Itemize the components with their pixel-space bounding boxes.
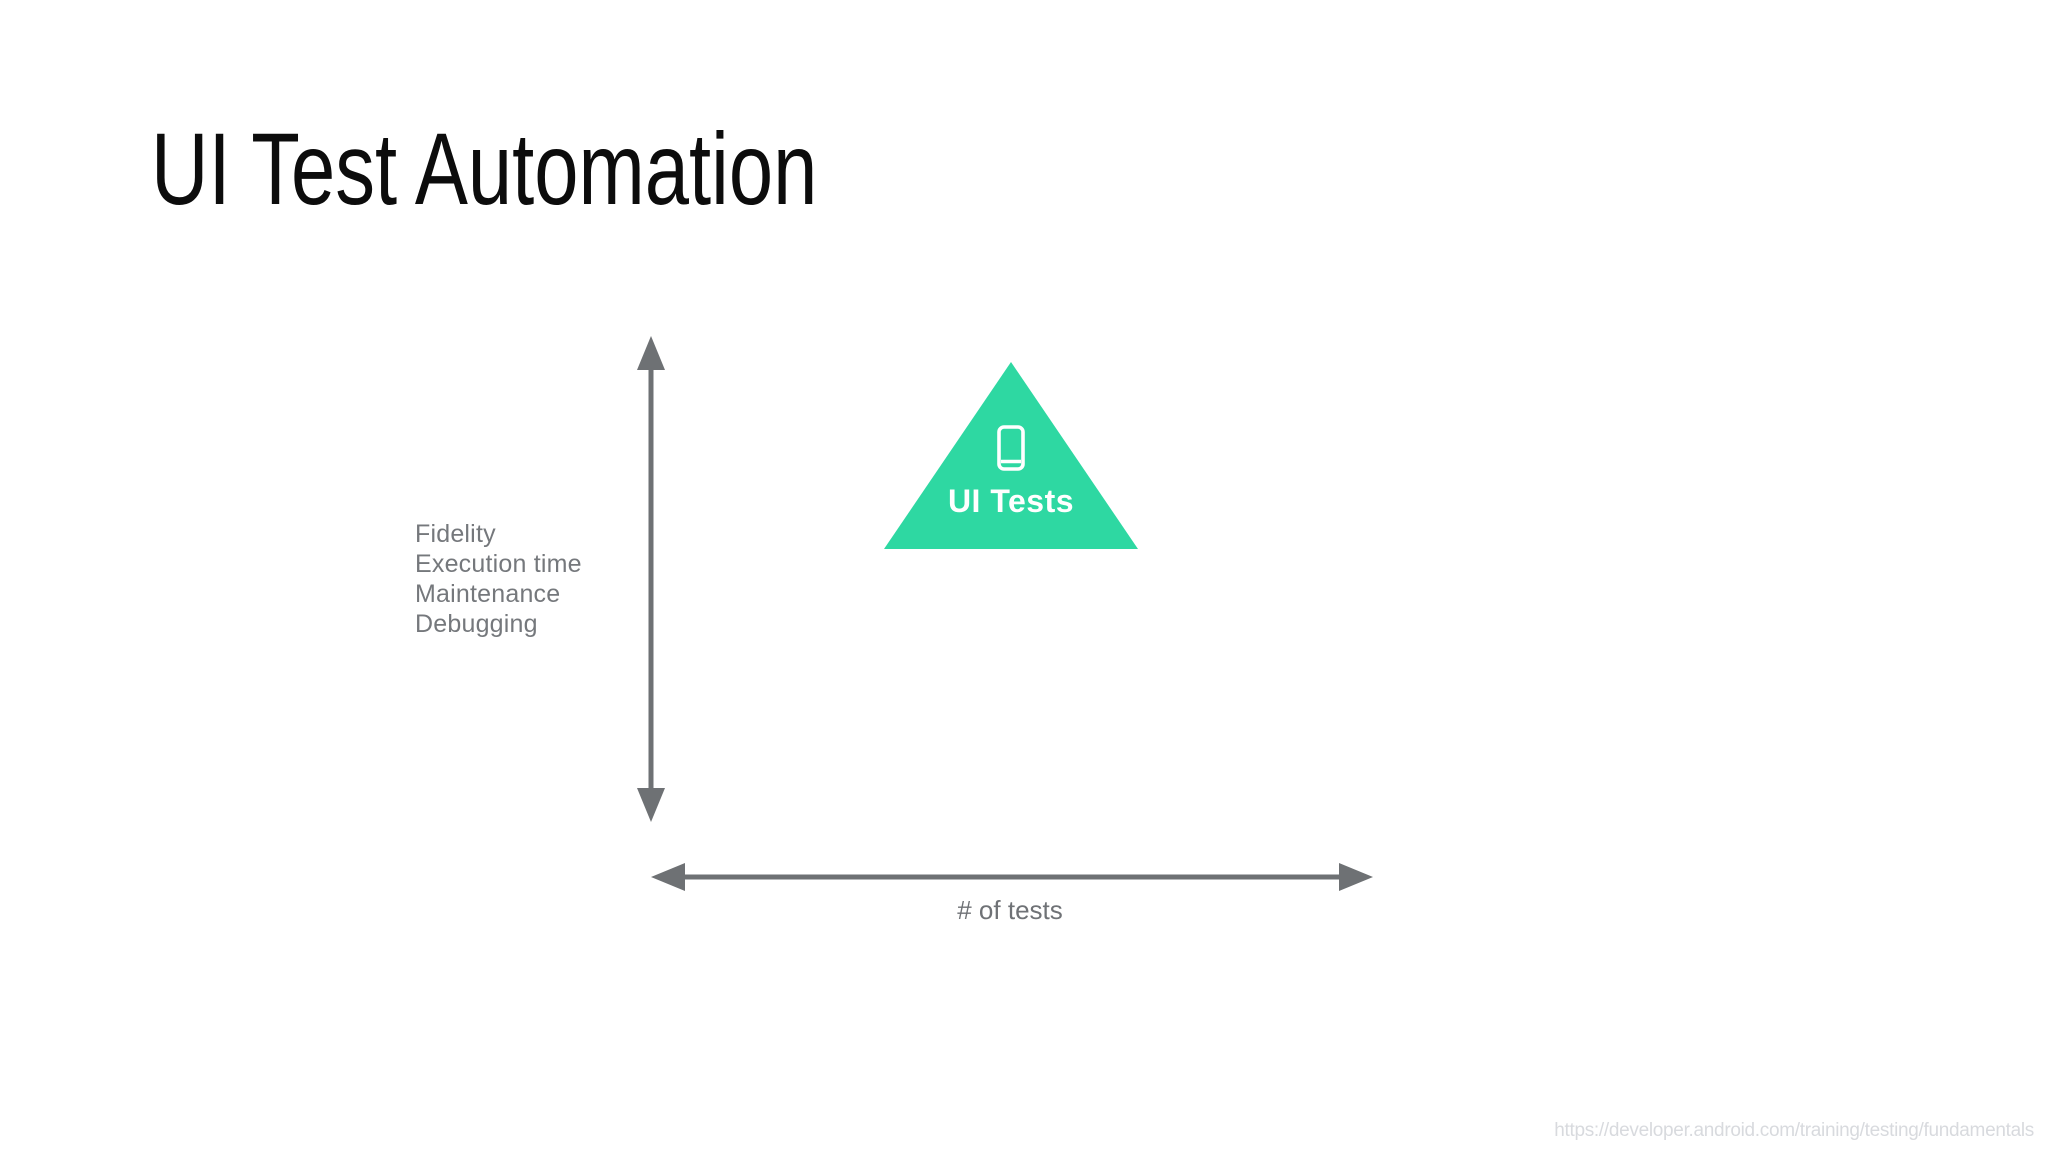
x-axis-arrowhead-left (651, 863, 685, 891)
slide-title: UI Test Automation (151, 112, 818, 226)
ui-tests-label: UI Tests (947, 483, 1075, 519)
y-axis-arrowhead-top (637, 336, 665, 370)
y-axis-label-maintenance: Maintenance (415, 580, 561, 608)
y-axis-arrowhead-bottom (637, 788, 665, 822)
x-axis-label: # of tests (957, 895, 1063, 925)
source-url-text: https://developer.android.com/training/t… (1554, 1120, 2034, 1141)
y-axis-label-fidelity: Fidelity (415, 520, 496, 548)
x-axis-arrowhead-right (1339, 863, 1373, 891)
smartphone-icon (997, 425, 1025, 471)
y-axis-label-list: Fidelity Execution time Maintenance Debu… (415, 519, 582, 639)
ui-tests-triangle: UI Tests (884, 362, 1138, 549)
y-axis-label-debugging: Debugging (415, 610, 538, 638)
y-axis-label-execution-time: Execution time (415, 550, 582, 578)
